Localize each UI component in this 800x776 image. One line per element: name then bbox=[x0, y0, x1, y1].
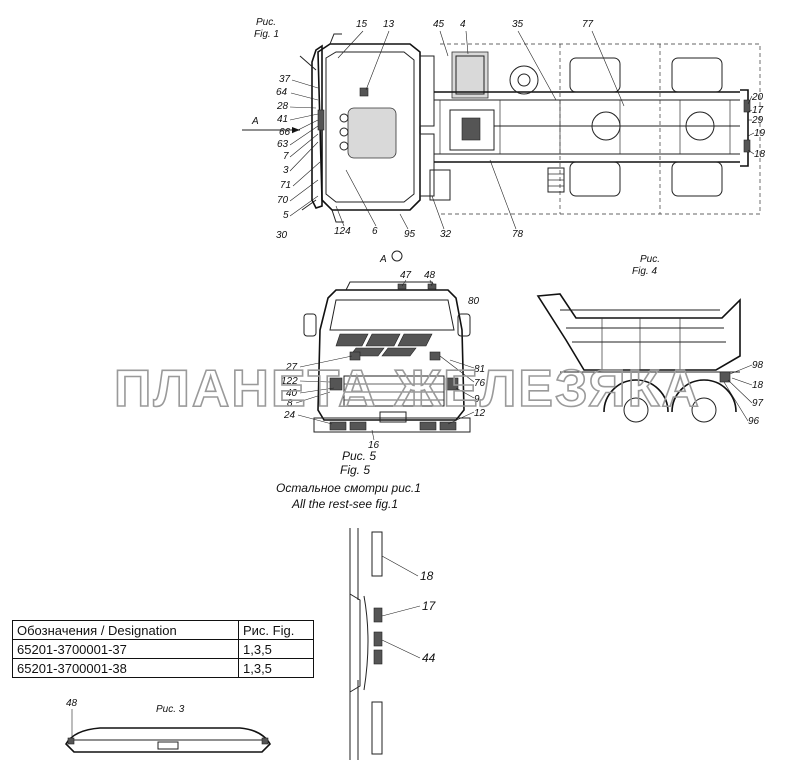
dump-body-outline bbox=[536, 293, 741, 371]
fig5-callouts: 47 48 80 27 122 40 8 24 16 12 9 76 81 bbox=[281, 270, 486, 451]
callout-81: 81 bbox=[474, 364, 485, 375]
side-callouts: 18 17 44 bbox=[420, 569, 437, 665]
table-row: 65201-3700001-38 1,3,5 bbox=[12, 658, 314, 678]
watermark: ПЛАНЕТА ЖЕЛЕЗЯКА bbox=[114, 360, 701, 418]
roof-lamp bbox=[359, 87, 369, 97]
fig4-side-view: Рис. Fig. 4 98 18 97 96 bbox=[536, 254, 764, 427]
callout-27: 27 bbox=[285, 362, 298, 373]
callout-77: 77 bbox=[582, 19, 594, 30]
table-header-fig: Рис. Fig. bbox=[238, 620, 314, 640]
callout-66: 66 bbox=[279, 127, 291, 138]
table-cell-fig: 1,3,5 bbox=[238, 639, 314, 659]
fig1-wheels bbox=[569, 57, 723, 197]
view-a-label: А bbox=[251, 116, 259, 127]
callout-97: 97 bbox=[752, 398, 764, 409]
callout-32: 32 bbox=[440, 229, 452, 240]
callout-122: 122 bbox=[281, 376, 298, 387]
callout-48-fig3: 48 bbox=[66, 698, 78, 709]
callout-7: 7 bbox=[283, 151, 289, 162]
callout-20: 20 bbox=[751, 92, 764, 103]
table-cell-fig: 1,3,5 bbox=[238, 658, 314, 678]
callout-63: 63 bbox=[277, 139, 289, 150]
side-leaders bbox=[381, 555, 421, 659]
cab-hatch bbox=[347, 107, 397, 159]
side-lamp-detail: 18 17 44 bbox=[349, 528, 437, 760]
callout-16: 16 bbox=[368, 440, 380, 451]
fig4-caption-ru: Рис. bbox=[640, 254, 660, 265]
callout-96: 96 bbox=[748, 416, 760, 427]
callout-45: 45 bbox=[433, 19, 445, 30]
designation-table: Обозначения / Designation Рис. Fig. 6520… bbox=[12, 620, 314, 678]
fig5-front-view: 47 48 80 27 122 40 8 24 16 12 9 76 81 bbox=[276, 270, 486, 511]
callout-15: 15 bbox=[356, 19, 368, 30]
callout-70: 70 bbox=[277, 195, 289, 206]
callout-95: 95 bbox=[404, 229, 416, 240]
callout-13: 13 bbox=[383, 19, 395, 30]
callout-6: 6 bbox=[372, 226, 378, 237]
fig5-note-ru: Остальное смотри рис.1 bbox=[276, 481, 421, 495]
callout-8: 8 bbox=[287, 398, 293, 409]
visor-outline bbox=[65, 727, 271, 753]
callout-19: 19 bbox=[754, 128, 766, 139]
fig1-callouts: 15 13 45 4 35 77 37 64 28 41 66 63 7 3 7… bbox=[276, 19, 766, 241]
callout-80: 80 bbox=[468, 296, 480, 307]
fig4-callouts: 98 18 97 96 bbox=[748, 360, 764, 427]
callout-12: 12 bbox=[474, 408, 486, 419]
callout-9: 9 bbox=[474, 394, 480, 405]
callout-18-fig4: 18 bbox=[752, 380, 764, 391]
fig4-caption-en: Fig. 4 bbox=[632, 266, 657, 277]
fig1-caption-ru: Рис. bbox=[256, 17, 276, 28]
cab-front-outline bbox=[317, 289, 465, 421]
spare-wheel bbox=[509, 65, 539, 95]
side-lamp-18 bbox=[371, 531, 383, 577]
callout-64: 64 bbox=[276, 87, 288, 98]
callout-18-side: 18 bbox=[420, 569, 434, 583]
callout-5: 5 bbox=[283, 210, 289, 221]
callout-124: 124 bbox=[334, 226, 351, 237]
callout-41: 41 bbox=[277, 114, 288, 125]
callout-29: 29 bbox=[751, 115, 764, 126]
callout-17-side: 17 bbox=[422, 599, 437, 613]
battery-box bbox=[451, 51, 489, 99]
cab-outline bbox=[317, 43, 421, 211]
callout-40: 40 bbox=[286, 388, 298, 399]
table-cell-designation: 65201-3700001-38 bbox=[12, 658, 239, 678]
callout-17: 17 bbox=[752, 105, 764, 116]
fig4-leaders bbox=[723, 364, 753, 422]
fig1-top-view: Рис. Fig. 1 bbox=[242, 17, 766, 265]
table-cell-designation: 65201-3700001-37 bbox=[12, 639, 239, 659]
callout-37: 37 bbox=[279, 74, 291, 85]
callout-18: 18 bbox=[754, 149, 766, 160]
callout-98: 98 bbox=[752, 360, 764, 371]
callout-3: 3 bbox=[283, 165, 289, 176]
callout-24: 24 bbox=[283, 410, 296, 421]
table-header-row: Обозначения / Designation Рис. Fig. bbox=[12, 620, 314, 640]
mirror-left bbox=[303, 313, 317, 337]
fig1-leaders bbox=[289, 30, 755, 230]
callout-47: 47 bbox=[400, 270, 412, 281]
view-a-arrow-label: А bbox=[379, 254, 387, 265]
callout-44: 44 bbox=[422, 651, 436, 665]
callout-78: 78 bbox=[512, 229, 524, 240]
fig5-caption-en: Fig. 5 bbox=[340, 463, 370, 477]
fig5-caption-ru: Рис. 5 bbox=[342, 449, 376, 463]
table-header-designation: Обозначения / Designation bbox=[12, 620, 239, 640]
fig1-caption-en: Fig. 1 bbox=[254, 29, 279, 40]
callout-28: 28 bbox=[276, 101, 289, 112]
fig5-note-en: All the rest-see fig.1 bbox=[291, 497, 398, 511]
callout-76: 76 bbox=[474, 378, 486, 389]
fig3-caption: Рис. 3 bbox=[156, 704, 185, 715]
callout-35: 35 bbox=[512, 19, 524, 30]
mirror-right bbox=[457, 313, 471, 337]
table-row: 65201-3700001-37 1,3,5 bbox=[12, 639, 314, 659]
callout-71: 71 bbox=[280, 180, 291, 191]
fig5-leaders bbox=[295, 279, 475, 441]
fig3-visor: 48 Рис. 3 bbox=[65, 698, 271, 753]
callout-30: 30 bbox=[276, 230, 288, 241]
callout-4: 4 bbox=[460, 19, 466, 30]
callout-48: 48 bbox=[424, 270, 436, 281]
side-lamp-lower bbox=[371, 701, 383, 755]
